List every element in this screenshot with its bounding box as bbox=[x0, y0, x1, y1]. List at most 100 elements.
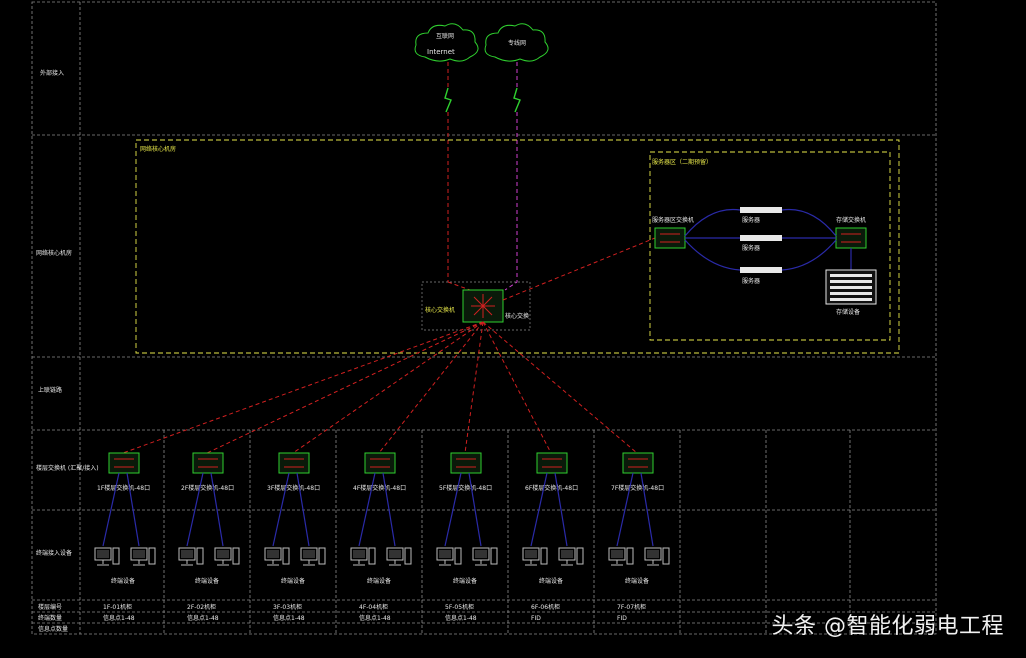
pc-icon bbox=[178, 547, 204, 566]
lightning-icon bbox=[444, 87, 452, 113]
row-label-floor-switch: 楼层交换机 (汇聚/接入) bbox=[36, 464, 99, 472]
lightning-icon bbox=[513, 87, 521, 113]
switch-arrows-icon bbox=[114, 458, 134, 468]
storage-icon bbox=[830, 274, 872, 301]
row-label-core: 网络核心机房 bbox=[36, 249, 72, 257]
pc-group-label: 终端设备 bbox=[539, 577, 563, 585]
floor-switch-label: 5F楼层交换机-48口 bbox=[439, 484, 492, 492]
access-link bbox=[444, 472, 462, 547]
floor-switch bbox=[536, 452, 568, 474]
cloud-internet-label: 互联网 bbox=[436, 32, 454, 40]
access-link bbox=[382, 472, 396, 547]
server-2 bbox=[740, 235, 782, 241]
cloud-private-label: 专线网 bbox=[508, 39, 526, 47]
core-switch: 核心交换机 核心交换 bbox=[421, 281, 531, 331]
dmz-servers: 服务器 服务器 服务器 bbox=[740, 207, 782, 285]
floor-point-count: FID bbox=[531, 615, 541, 622]
pc-icon bbox=[214, 547, 240, 566]
row-label-terminal: 终端接入设备 bbox=[36, 549, 72, 557]
cloud-internet-sublabel: Internet bbox=[427, 48, 455, 56]
uplink-line bbox=[292, 321, 484, 454]
pc-icon bbox=[436, 547, 462, 566]
dmz-right-switch-label: 存储交换机 bbox=[836, 216, 866, 224]
floor-uplinks bbox=[122, 321, 638, 454]
pc-group-label: 终端设备 bbox=[111, 577, 135, 585]
floor-switch-label: 6F楼层交换机-48口 bbox=[525, 484, 578, 492]
storage-label: 存储设备 bbox=[836, 308, 860, 316]
access-link bbox=[186, 472, 204, 547]
cloud-internet: 互联网 Internet bbox=[414, 23, 479, 62]
footer-label-info-points: 信息点数量 bbox=[38, 625, 68, 633]
pc-icon bbox=[300, 547, 326, 566]
floor-id: 2F-02机柜 bbox=[187, 603, 216, 611]
core-zone-title: 网络核心机房 bbox=[140, 145, 176, 153]
dmz-left-switch-label: 服务器区交换机 bbox=[652, 216, 694, 224]
access-link bbox=[640, 472, 654, 547]
pc-group-label: 终端设备 bbox=[625, 577, 649, 585]
floor-point-count: 信息点1-48 bbox=[187, 614, 219, 622]
dmz-links bbox=[684, 208, 837, 271]
access-link bbox=[358, 472, 376, 547]
access-link bbox=[210, 472, 224, 547]
floor-id: 5F-05机柜 bbox=[445, 603, 474, 611]
watermark-text: 头条 @智能化弱电工程 bbox=[771, 614, 1004, 639]
switch-arrows-icon bbox=[198, 458, 218, 468]
uplink-line bbox=[206, 321, 484, 454]
server-3 bbox=[740, 267, 782, 273]
access-link bbox=[296, 472, 310, 547]
access-link bbox=[554, 472, 568, 547]
floor-switch-label: 4F楼层交换机-48口 bbox=[353, 484, 406, 492]
floor-id: 3F-03机柜 bbox=[273, 603, 302, 611]
row-label-uplink: 上联链路 bbox=[38, 386, 62, 394]
server-3-label: 服务器 bbox=[742, 277, 760, 285]
pc-icon bbox=[472, 547, 498, 566]
pc-group-label: 终端设备 bbox=[367, 577, 391, 585]
switch-arrows-icon bbox=[628, 458, 648, 468]
server-2-label: 服务器 bbox=[742, 244, 760, 252]
uplink-line bbox=[122, 321, 484, 454]
core-switch-label: 核心交换机 bbox=[425, 306, 455, 314]
floor-switch bbox=[192, 452, 224, 474]
pc-icon bbox=[94, 547, 120, 566]
floor-point-count: 信息点1-48 bbox=[103, 614, 135, 622]
uplink-line bbox=[482, 321, 552, 454]
table-grid bbox=[31, 1, 937, 635]
floor-point-count: 信息点1-48 bbox=[359, 614, 391, 622]
floor-id: 7F-07机柜 bbox=[617, 603, 646, 611]
switch-arrows-icon bbox=[456, 458, 476, 468]
access-link bbox=[102, 472, 120, 547]
switch-arrows-icon bbox=[370, 458, 390, 468]
floor-id: 4F-04机柜 bbox=[359, 603, 388, 611]
dmz-right-switch: 存储交换机 bbox=[835, 216, 867, 249]
floor-columns: 1F楼层交换机-48口终端设备1F-01机柜信息点1-482F楼层交换机-48口… bbox=[94, 452, 670, 622]
cloud-internet-icon bbox=[414, 23, 479, 62]
access-link bbox=[126, 472, 140, 547]
access-link bbox=[530, 472, 548, 547]
floor-point-count: 信息点1-48 bbox=[273, 614, 305, 622]
floor-id: 1F-01机柜 bbox=[103, 603, 132, 611]
core-to-dmz-link bbox=[502, 237, 656, 301]
floor-switch bbox=[622, 452, 654, 474]
pc-icon bbox=[386, 547, 412, 566]
pc-icon bbox=[350, 547, 376, 566]
pc-icon bbox=[522, 547, 548, 566]
pc-group-label: 终端设备 bbox=[195, 577, 219, 585]
storage-device: 存储设备 bbox=[825, 248, 877, 316]
row-label-external: 外部接入 bbox=[40, 69, 64, 77]
server-1-label: 服务器 bbox=[742, 216, 760, 224]
wan-links bbox=[444, 62, 521, 291]
floor-point-count: FID bbox=[617, 615, 627, 622]
pc-icon bbox=[558, 547, 584, 566]
core-switch-icon bbox=[471, 294, 495, 318]
floor-switch-label: 7F楼层交换机-48口 bbox=[611, 484, 664, 492]
switch-arrows-icon bbox=[660, 233, 680, 243]
dmz-zone-border bbox=[649, 151, 891, 341]
dmz-zone-title: 服务器区（二期预留） bbox=[652, 158, 712, 166]
